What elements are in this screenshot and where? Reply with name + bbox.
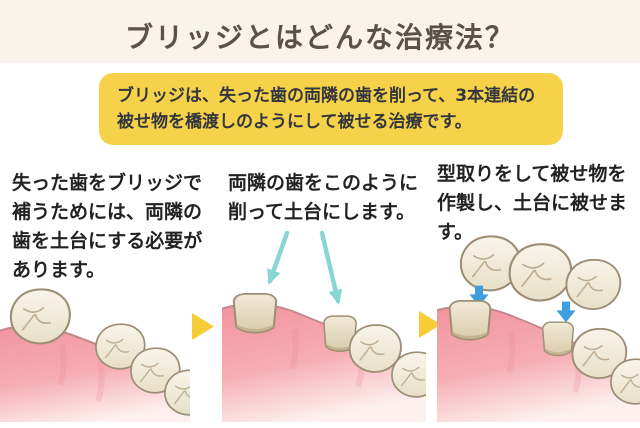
page-title: ブリッジとはどんな治療法？ (124, 21, 515, 54)
abutment-stump (447, 299, 493, 342)
header-band (0, 0, 640, 63)
step3-caption: 型取りをして被せ物を作製し、土台に被せます。 (437, 163, 628, 243)
next-step-arrow-icon (419, 311, 441, 338)
next-step-arrow-icon (192, 313, 214, 340)
step2-illustration-prepared-abutments (222, 230, 426, 422)
bridge-crown (565, 258, 622, 311)
intro-callout-box: ブリッジは、失った歯の両隣の歯を削って、3本連結の被せ物を橋渡しのようにして被せ… (99, 73, 563, 145)
step3-illustration-bridge-placement (437, 235, 640, 422)
molar-tooth (348, 324, 402, 373)
pointer-arrow-icon (319, 230, 343, 305)
intro-text: ブリッジは、失った歯の両隣の歯を削って、3本連結の被せ物を橋渡しのようにして被せ… (117, 86, 536, 132)
pointer-arrow-icon (267, 230, 290, 285)
abutment-stump (231, 292, 279, 335)
bridge-crown (508, 243, 573, 302)
step2-caption: 両隣の歯をこのように削って土台にします。 (228, 172, 419, 223)
step1-illustration-missing-tooth (0, 288, 190, 422)
abutment-stump (541, 320, 575, 357)
molar-tooth (9, 288, 71, 345)
placement-arrow-icon (556, 301, 576, 323)
step1-caption: 失った歯をブリッジで補うためには、両隣の歯を土台にする必要があります。 (12, 172, 203, 281)
